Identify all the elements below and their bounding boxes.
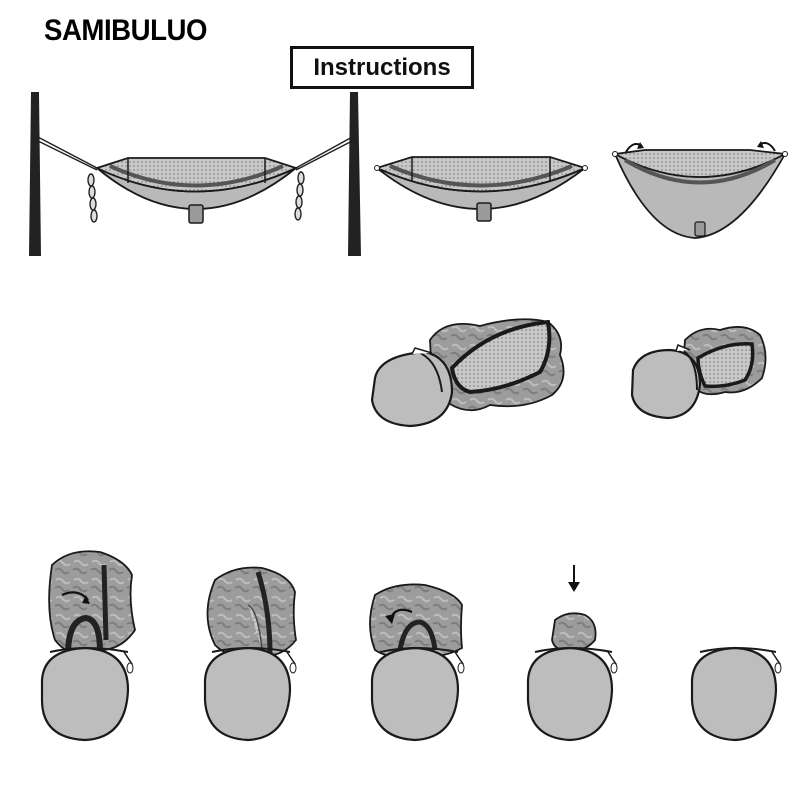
page-title: Instructions (313, 53, 451, 81)
step-hammock-hung-between-trees (29, 92, 361, 256)
strap-right (295, 135, 355, 171)
step-hammock-rolled-with-pouch (370, 318, 565, 428)
pocket (188, 204, 204, 224)
step-hammock-rolled-tight (630, 326, 767, 420)
strap-left (35, 135, 98, 171)
step-stuff-into-pouch-3 (369, 583, 465, 742)
title-box: Instructions (290, 46, 474, 89)
step-hammock-unhooked (374, 156, 588, 222)
tree-right (348, 92, 361, 256)
daisy-chain-right (294, 171, 305, 221)
step-push-down (526, 565, 618, 742)
step-hammock-folding-ends (612, 141, 788, 239)
brand-name: SAMIBULUO (44, 14, 207, 47)
daisy-chain-left (87, 173, 98, 223)
tree-left (29, 92, 41, 256)
step-packed-pouch (690, 646, 782, 742)
step-stuff-into-pouch-1 (40, 550, 136, 742)
step-stuff-into-pouch-2 (203, 566, 297, 742)
